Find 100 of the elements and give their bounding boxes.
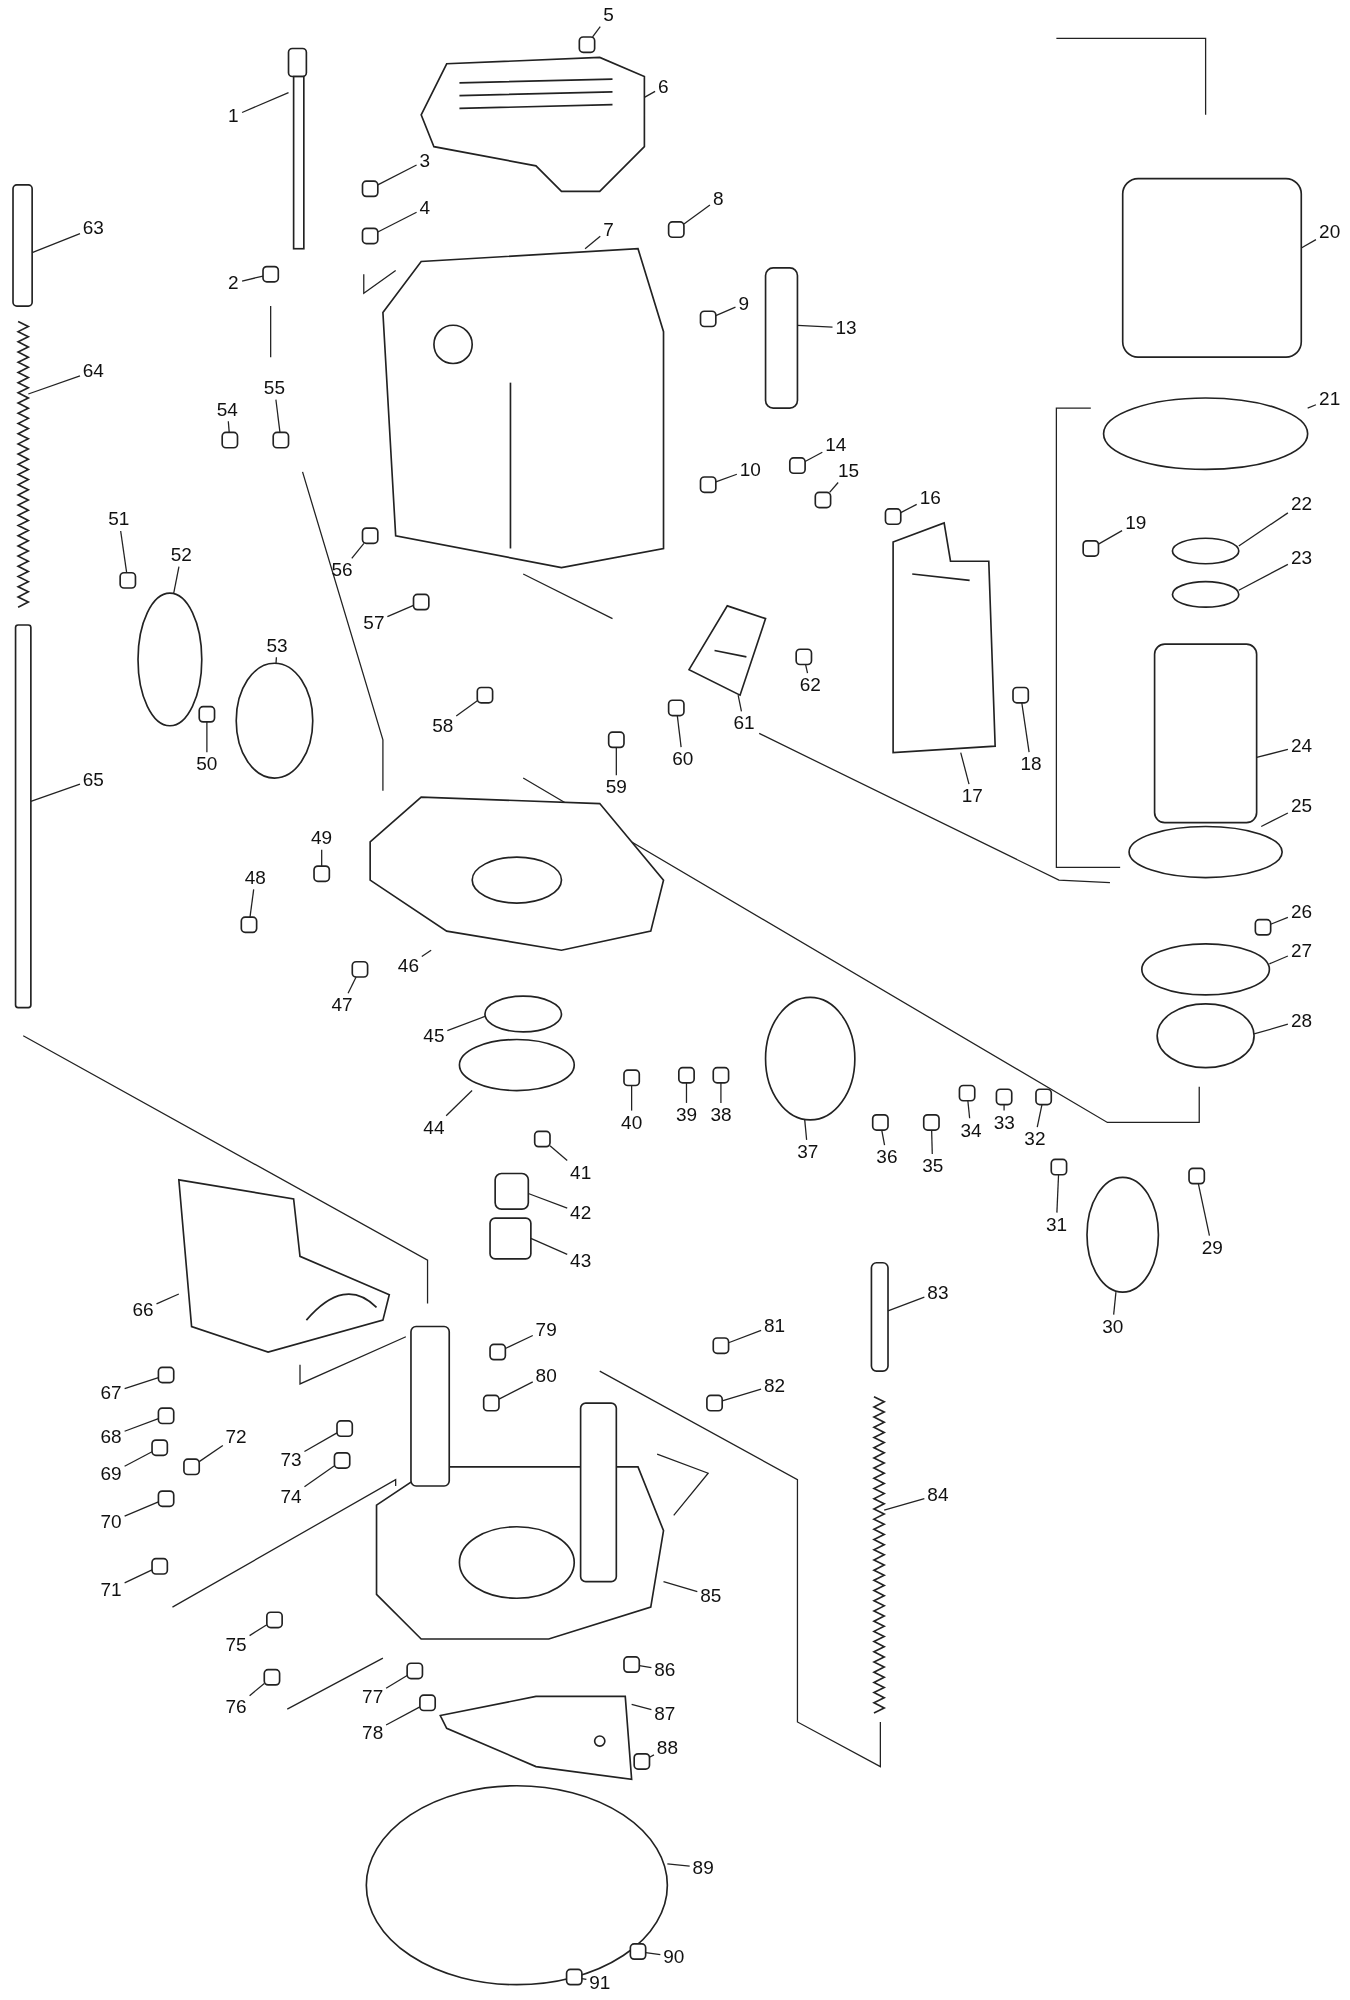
- callout-number: 75: [224, 1634, 248, 1655]
- screw-drawing: [263, 1668, 281, 1686]
- router-base-drawing: [375, 1325, 665, 1640]
- leader-line: [796, 324, 834, 328]
- leader-line: [124, 1569, 153, 1584]
- leader-line: [1300, 239, 1317, 249]
- callout-number: 13: [834, 317, 858, 338]
- callout-number: 32: [1023, 1129, 1047, 1150]
- callout-number: 65: [81, 769, 105, 790]
- callout-number: 44: [422, 1117, 446, 1138]
- leader-line: [1238, 563, 1289, 591]
- leader-line: [1270, 916, 1289, 925]
- callout-number: 50: [195, 754, 219, 775]
- callout-number: 46: [396, 955, 420, 976]
- leader-line: [900, 503, 918, 514]
- ring-drawing: [458, 1038, 576, 1092]
- screw-drawing: [151, 1439, 169, 1457]
- callout-number: 5: [602, 5, 615, 26]
- callout-number: 6: [657, 76, 670, 97]
- leader-line: [1307, 404, 1317, 409]
- screw-drawing: [607, 731, 625, 749]
- callout-number: 4: [418, 198, 431, 218]
- callout-number: 88: [655, 1738, 679, 1759]
- leader-line: [198, 1444, 224, 1463]
- screw-drawing: [629, 1943, 647, 1960]
- screw-drawing: [406, 1662, 424, 1680]
- leader-line: [530, 1237, 568, 1255]
- leader-line: [549, 1145, 568, 1162]
- callout-number: 59: [604, 777, 628, 798]
- callout-number: 26: [1290, 902, 1314, 923]
- screw-drawing: [157, 1490, 175, 1508]
- screw-drawing: [266, 1611, 283, 1629]
- knob-drawing: [235, 662, 314, 779]
- callout-number: 7: [602, 219, 615, 240]
- callout-number: 42: [569, 1203, 593, 1224]
- leader-line: [1003, 1103, 1005, 1112]
- screw-drawing: [119, 571, 137, 589]
- callout-number: 31: [1045, 1214, 1069, 1235]
- callout-number: 89: [691, 1858, 715, 1879]
- leader-line: [1056, 1174, 1060, 1214]
- leader-line: [1021, 702, 1030, 753]
- leader-line: [1260, 812, 1289, 828]
- leader-line: [715, 306, 737, 317]
- leader-line: [584, 235, 601, 250]
- leader-line: [303, 1432, 338, 1453]
- leader-line: [445, 1089, 473, 1117]
- callout-number: 10: [738, 459, 762, 480]
- switch-housing-drawing: [764, 996, 856, 1121]
- grip-drawing: [1086, 1176, 1160, 1293]
- leader-line: [120, 530, 128, 574]
- callout-number: 70: [99, 1512, 123, 1533]
- callout-number: 17: [960, 786, 984, 807]
- callout-number: 85: [699, 1586, 723, 1607]
- rod-drawing: [14, 624, 32, 1009]
- callout-number: 43: [569, 1250, 593, 1271]
- callout-number: 86: [653, 1660, 677, 1681]
- leader-line: [648, 1754, 655, 1758]
- screw-drawing: [699, 310, 717, 328]
- callout-number: 90: [662, 1947, 686, 1968]
- leader-line: [887, 1296, 925, 1312]
- leader-line: [715, 473, 738, 483]
- callout-number: 24: [1290, 736, 1314, 757]
- callout-number: 34: [959, 1120, 983, 1141]
- callout-number: 39: [674, 1105, 699, 1126]
- bearing-drawing: [1156, 1003, 1255, 1069]
- screw-drawing: [633, 1753, 651, 1770]
- base-casting-drawing: [369, 796, 665, 952]
- callout-number: 14: [824, 435, 848, 456]
- leader-line: [124, 1417, 160, 1432]
- leader-line: [377, 211, 418, 233]
- leader-line: [173, 566, 180, 594]
- leader-line: [881, 1129, 886, 1146]
- screw-drawing: [351, 960, 369, 978]
- leader-line: [124, 1376, 160, 1390]
- stator-drawing: [1121, 177, 1303, 358]
- leader-line: [638, 1665, 653, 1669]
- callout-number: 77: [361, 1687, 385, 1708]
- screw-drawing: [667, 221, 685, 239]
- leader-line: [804, 451, 823, 463]
- screw-drawing: [699, 476, 717, 494]
- callout-number: 9: [737, 293, 750, 314]
- leader-line: [249, 1682, 265, 1697]
- callout-number: 72: [224, 1426, 248, 1447]
- washer-drawing: [1141, 943, 1271, 996]
- leader-line: [249, 1624, 268, 1637]
- callout-number: 15: [837, 460, 861, 481]
- leader-line: [1238, 512, 1289, 547]
- screw-drawing: [272, 431, 290, 449]
- leader-line: [504, 1334, 534, 1350]
- leader-line: [124, 1451, 153, 1467]
- callout-number: 62: [798, 675, 822, 696]
- callout-number: 80: [534, 1365, 558, 1386]
- leader-line: [347, 976, 357, 994]
- leader-line: [1268, 955, 1289, 965]
- screw-drawing: [198, 705, 216, 723]
- leader-line: [1256, 748, 1289, 759]
- leader-line: [631, 1084, 633, 1112]
- screw-drawing: [157, 1366, 175, 1384]
- leader-line: [1113, 1291, 1117, 1316]
- callout-number: 68: [99, 1426, 123, 1447]
